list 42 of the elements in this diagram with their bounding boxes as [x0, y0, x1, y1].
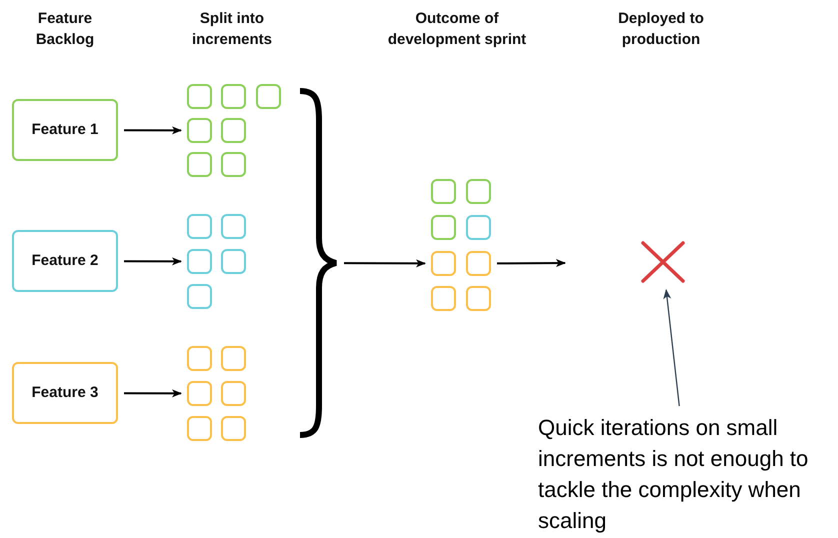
column-heading: Outcome of development sprint — [386, 9, 528, 50]
increment-square — [466, 215, 491, 240]
cross-mark — [640, 240, 686, 284]
increment-square — [221, 381, 246, 406]
column-heading: Deployed to production — [617, 9, 705, 50]
arrow — [124, 389, 182, 398]
increment-square — [187, 416, 212, 441]
increment-square — [187, 214, 212, 239]
increment-square — [221, 214, 246, 239]
increment-square — [187, 249, 212, 274]
arrow — [497, 259, 566, 268]
increment-square — [187, 284, 212, 309]
increment-square — [187, 118, 212, 143]
increment-square — [431, 286, 456, 311]
curly-brace — [298, 88, 338, 438]
column-heading: Split into increments — [190, 9, 274, 50]
increment-square — [221, 346, 246, 371]
increment-square — [431, 251, 456, 276]
increment-square — [256, 84, 281, 109]
column-heading: Feature Backlog — [34, 9, 96, 50]
increment-square — [221, 416, 246, 441]
increment-square — [187, 84, 212, 109]
increment-square — [187, 346, 212, 371]
increment-square — [431, 179, 456, 204]
feature-box: Feature 2 — [12, 230, 118, 292]
feature-box: Feature 1 — [12, 99, 118, 161]
increment-square — [221, 249, 246, 274]
increment-square — [187, 381, 212, 406]
increment-square — [466, 179, 491, 204]
increment-square — [221, 152, 246, 177]
increment-square — [466, 286, 491, 311]
arrow — [124, 257, 182, 266]
arrow — [344, 259, 426, 268]
increment-square — [221, 118, 246, 143]
increment-square — [431, 215, 456, 240]
note-text: Quick iterations on small increments is not enough to tackle the complexity when scaling — [538, 412, 836, 536]
increment-square — [221, 84, 246, 109]
increment-square — [187, 152, 212, 177]
leader-arrow — [663, 288, 680, 406]
increment-square — [466, 251, 491, 276]
arrow — [124, 126, 182, 134]
feature-box: Feature 3 — [12, 362, 118, 424]
